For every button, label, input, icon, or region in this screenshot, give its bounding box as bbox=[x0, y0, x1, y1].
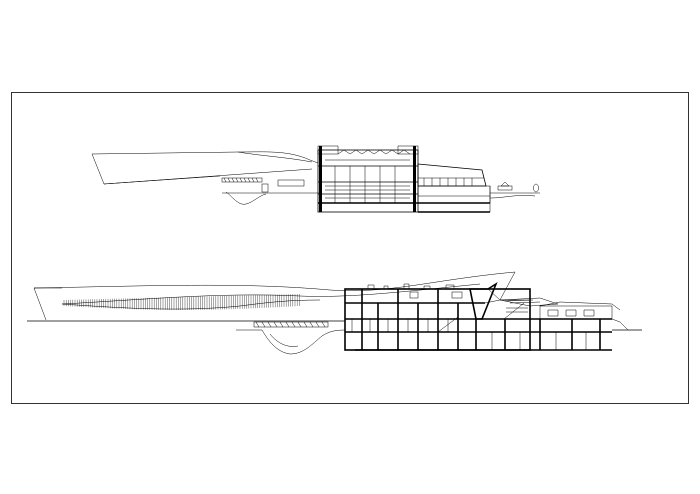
lower-roof-underside bbox=[61, 299, 321, 310]
lower-canopy-hatching bbox=[63, 294, 300, 310]
upper-right-canopy bbox=[500, 181, 510, 187]
upper-right-tower-cap bbox=[397, 145, 419, 155]
lower-left-wedge bbox=[33, 287, 62, 321]
upper-bridge bbox=[221, 177, 263, 183]
upper-right-wing bbox=[417, 163, 487, 187]
upper-roof-canopy bbox=[91, 151, 319, 185]
upper-right-lower bbox=[417, 185, 491, 204]
lower-room-marker bbox=[409, 291, 419, 299]
upper-roof-canopy-inner bbox=[237, 151, 313, 163]
upper-right-terrain bbox=[489, 195, 536, 199]
lower-right-wing bbox=[539, 305, 613, 320]
lower-right-canopy-lines bbox=[504, 299, 541, 304]
lower-roof-inner bbox=[61, 283, 481, 305]
upper-section-drawing bbox=[91, 145, 540, 213]
lower-right-wing-windows bbox=[547, 309, 595, 317]
upper-small-structure bbox=[261, 183, 269, 193]
upper-bridge-hatch bbox=[223, 177, 259, 183]
lower-room-marker-2 bbox=[451, 291, 463, 299]
lower-diagonal-wall bbox=[469, 282, 498, 320]
upper-ground-curve bbox=[225, 191, 267, 205]
lower-ground-curve bbox=[261, 329, 346, 355]
lower-ground-curve-inner bbox=[269, 333, 299, 347]
lower-right-wing-roof bbox=[539, 301, 621, 311]
upper-right-wing-windows bbox=[423, 178, 473, 186]
upper-interior-details bbox=[325, 159, 410, 199]
upper-left-tower-cap bbox=[317, 145, 339, 155]
lower-right-terrain bbox=[611, 318, 629, 331]
lower-stairs bbox=[437, 302, 525, 333]
upper-right-platform bbox=[497, 185, 513, 191]
sheet-border bbox=[11, 92, 689, 404]
lower-walls bbox=[361, 289, 601, 350]
upper-roof-truss bbox=[337, 149, 411, 155]
lower-interior-columns bbox=[351, 319, 587, 350]
lower-left-deck bbox=[253, 321, 329, 328]
lower-left-deck-hatch bbox=[255, 321, 326, 328]
upper-columns bbox=[334, 166, 396, 203]
upper-tree bbox=[533, 183, 539, 193]
upper-left-tower-wall bbox=[319, 146, 322, 212]
lower-stairs-2 bbox=[506, 307, 528, 313]
lower-roof-outer bbox=[33, 271, 516, 301]
upper-right-tower-wall bbox=[413, 146, 416, 212]
upper-low-block bbox=[277, 179, 305, 187]
lower-section-drawing bbox=[27, 271, 642, 355]
lower-right-canopy bbox=[499, 297, 559, 307]
lower-rooftop-items bbox=[367, 283, 455, 289]
